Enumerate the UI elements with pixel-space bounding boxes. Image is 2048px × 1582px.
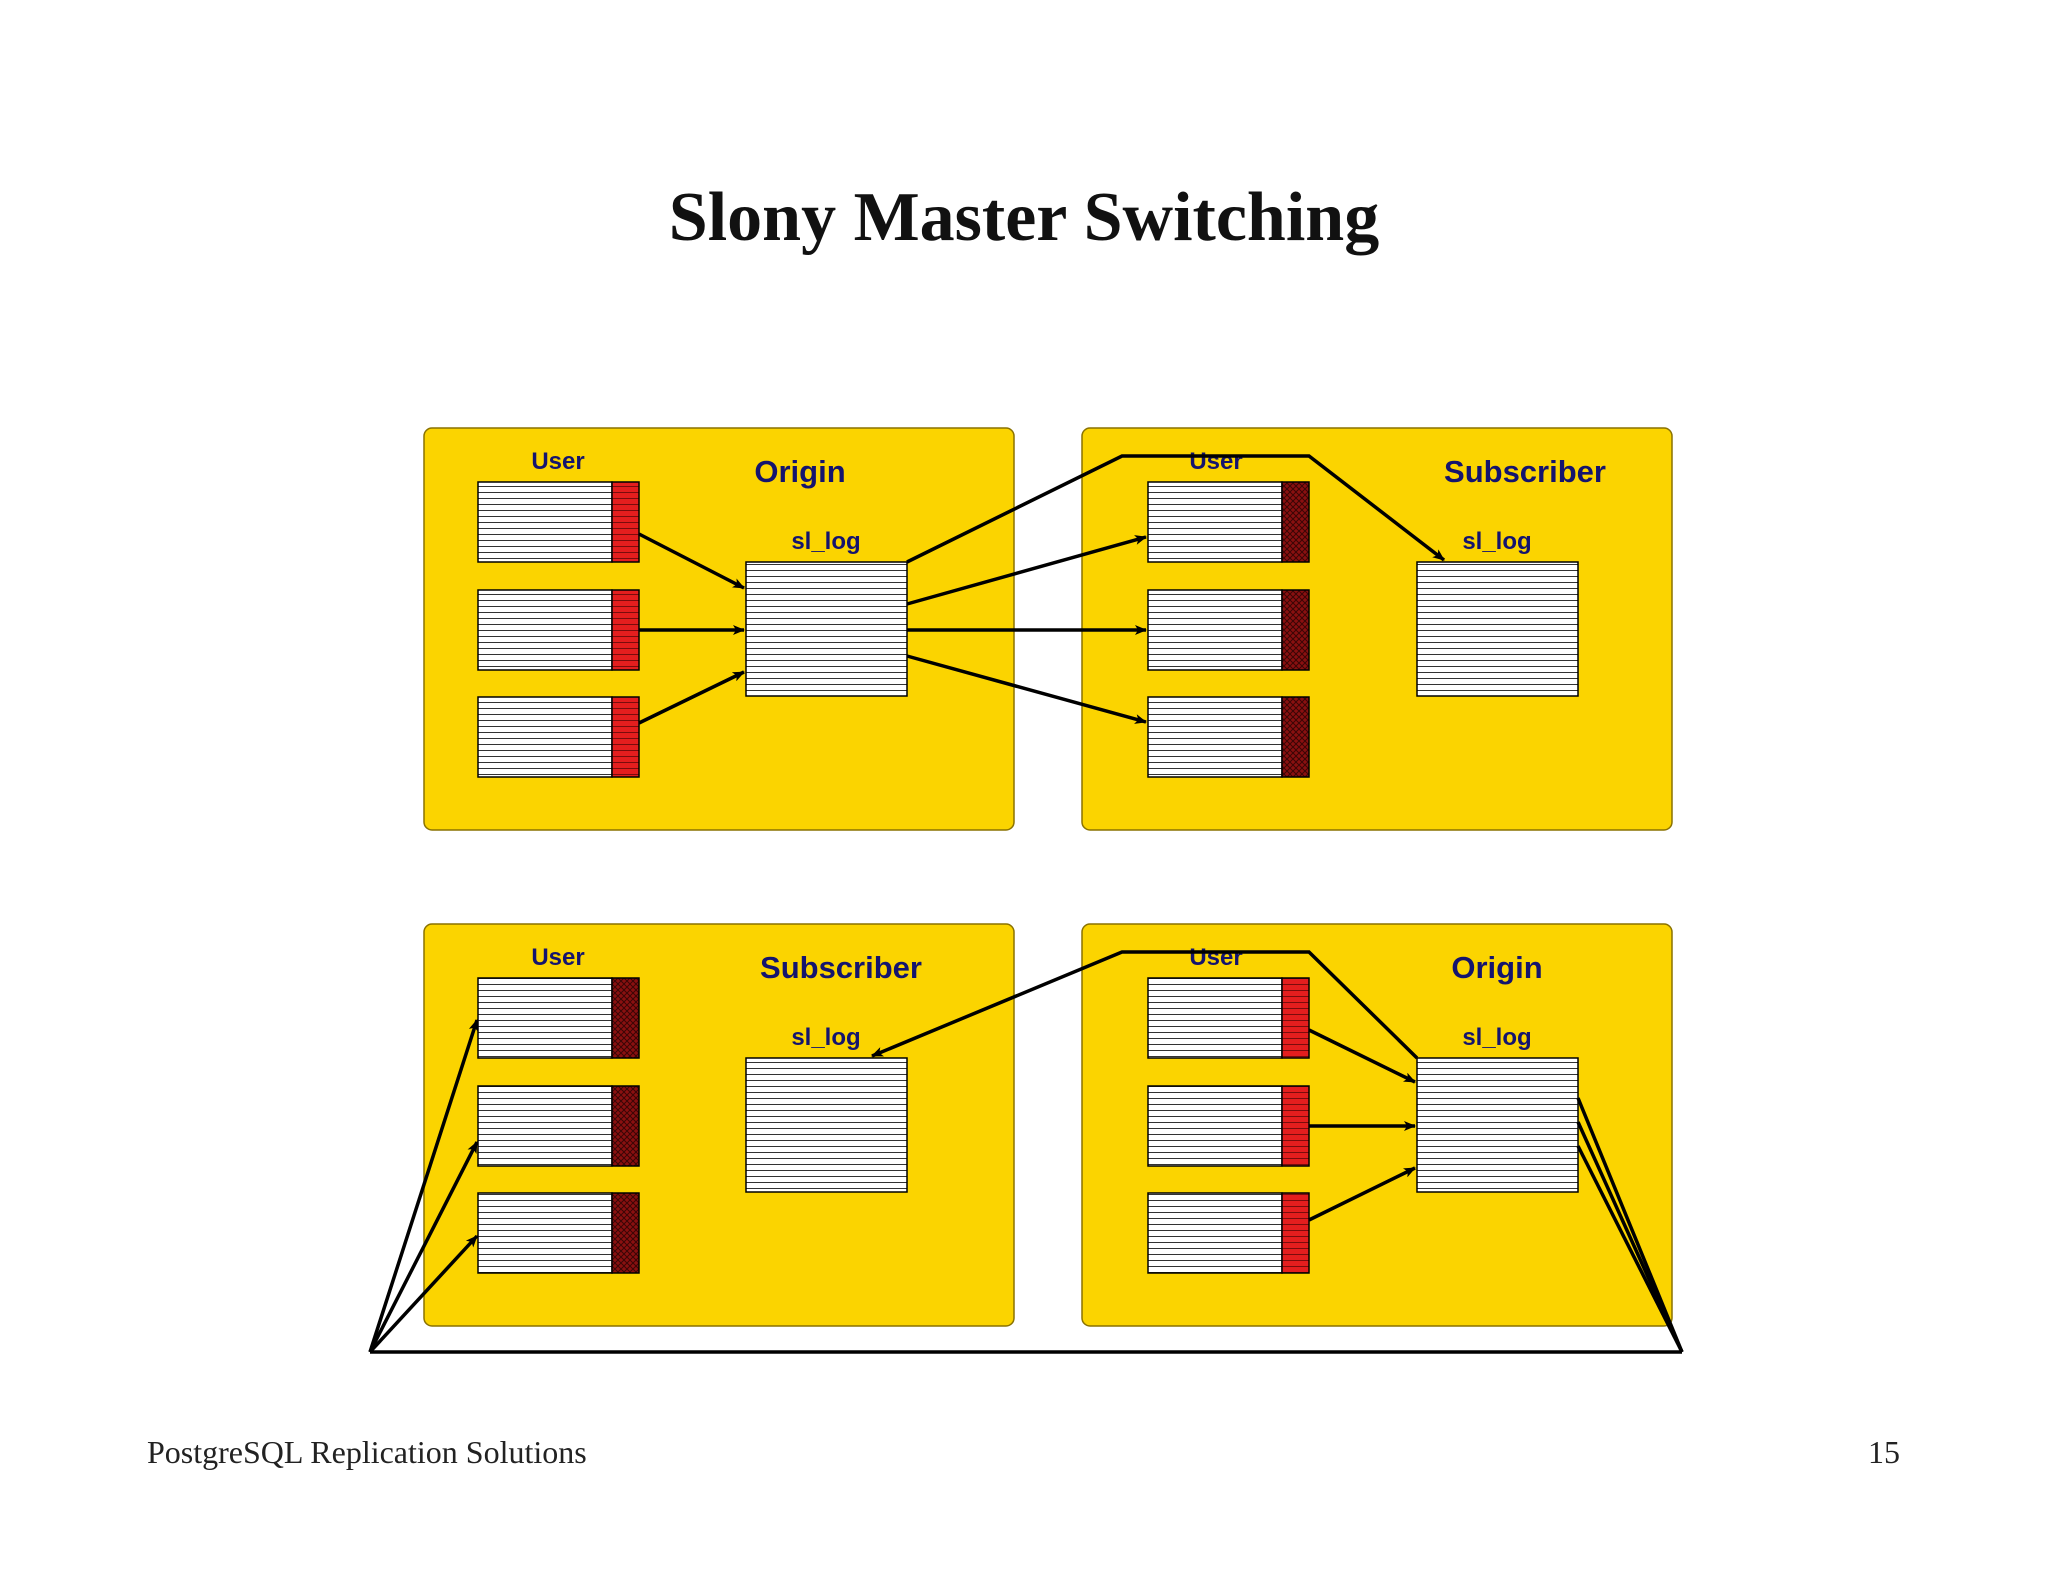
arrow (906, 454, 1446, 564)
user-table-2 (477, 1085, 640, 1167)
user-table-3 (477, 696, 640, 778)
panel-top-right-subscriber: User Subscriber sl_log (1081, 427, 1673, 831)
user-table-1 (1147, 481, 1310, 563)
panel-bottom-left-subscriber: User Subscriber sl_log (423, 923, 1015, 1327)
return-line (1576, 1121, 1684, 1353)
user-table-3 (477, 1192, 640, 1274)
replication-arrows-top (638, 454, 1446, 725)
trigger-block (1281, 1085, 1310, 1167)
trigger-block (611, 1192, 640, 1274)
arrow (638, 670, 745, 725)
role-label: Origin (754, 454, 845, 489)
arrow (1308, 1028, 1416, 1084)
role-label: Subscriber (760, 950, 922, 985)
return-line (1576, 1145, 1684, 1353)
sl-log-label: sl_log (791, 1024, 860, 1051)
user-table-2 (1147, 1085, 1310, 1167)
sl-log-label: sl_log (1462, 1024, 1531, 1051)
arrow (368, 1019, 479, 1353)
trigger-block (611, 1085, 640, 1167)
user-label: User (1189, 448, 1242, 475)
sl-log-table (1416, 1057, 1579, 1193)
trigger-block (611, 977, 640, 1059)
role-label: Subscriber (1444, 454, 1606, 489)
user-table-2 (1147, 589, 1310, 671)
user-table-1 (1147, 977, 1310, 1059)
trigger-block (611, 589, 640, 671)
arrow (368, 1141, 479, 1353)
arrow (906, 535, 1147, 606)
user-table-3 (1147, 696, 1310, 778)
trigger-block (611, 481, 640, 563)
user-label: User (1189, 944, 1242, 971)
sl-log-table (745, 561, 908, 697)
arrow (368, 1234, 479, 1354)
arrow (906, 654, 1147, 724)
sl-log-label: sl_log (791, 528, 860, 555)
trigger-block (1281, 481, 1310, 563)
arrow (638, 532, 745, 590)
sl-log-label: sl_log (1462, 528, 1531, 555)
user-table-3 (1147, 1192, 1310, 1274)
slide-title: Slony Master Switching (668, 179, 1380, 256)
role-label: Origin (1451, 950, 1542, 985)
sl-log-table (745, 1057, 908, 1193)
trigger-block (1281, 977, 1310, 1059)
arrow (1308, 1166, 1416, 1222)
trigger-block (1281, 1192, 1310, 1274)
user-table-1 (477, 481, 640, 563)
replication-arrows-bottom (368, 950, 1684, 1354)
user-label: User (531, 448, 584, 475)
arrow (871, 950, 1419, 1060)
user-table-2 (477, 589, 640, 671)
user-table-1 (477, 977, 640, 1059)
footer-title: PostgreSQL Replication Solutions (147, 1434, 587, 1470)
trigger-block (611, 696, 640, 778)
page-number: 15 (1868, 1434, 1900, 1470)
trigger-block (1281, 589, 1310, 671)
sl-log-table (1416, 561, 1579, 697)
trigger-block (1281, 696, 1310, 778)
user-label: User (531, 944, 584, 971)
